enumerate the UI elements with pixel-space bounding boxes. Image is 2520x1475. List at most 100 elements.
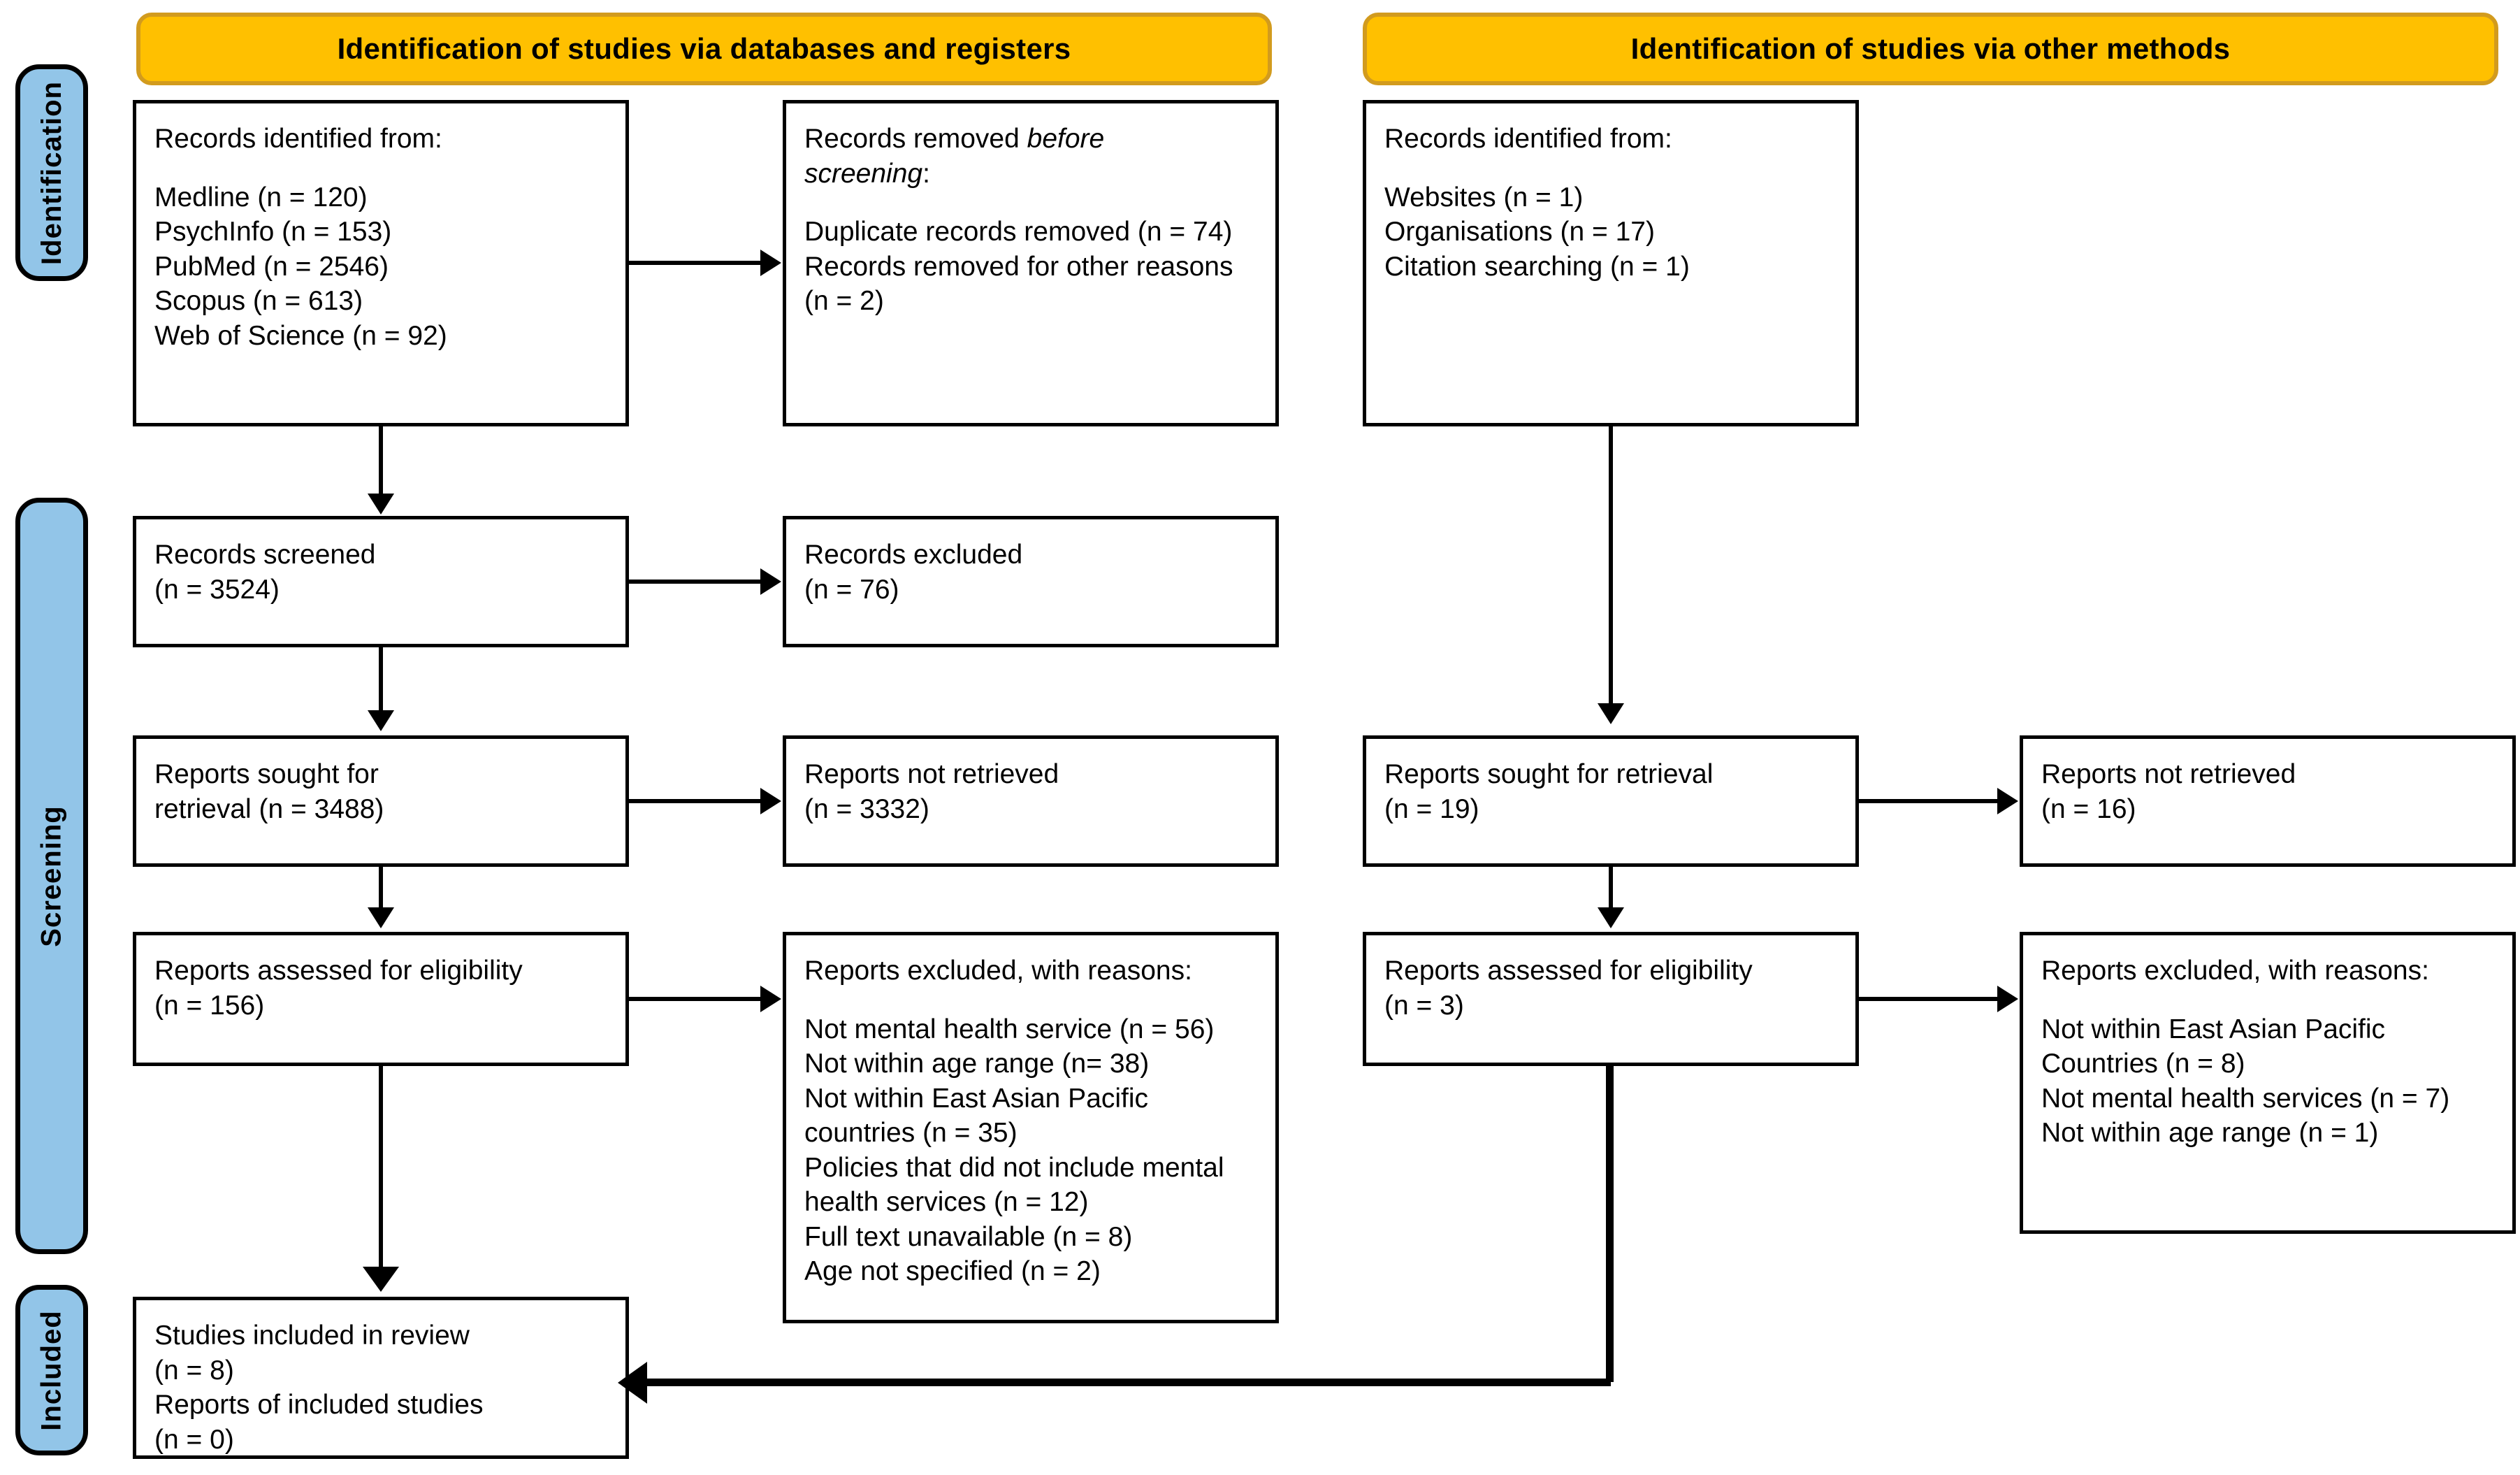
studies-included-line2: (n = 8) [154, 1355, 234, 1386]
connector-identified-to-screened [379, 426, 383, 496]
connector-screened-to-sought [379, 647, 383, 713]
reports-assessed-other-line2: (n = 3) [1384, 990, 1464, 1021]
records-identified-other-heading: Records identified from: [1384, 124, 1672, 154]
list-item: Websites (n = 1) [1384, 182, 1584, 213]
list-item: Organisations (n = 17) [1384, 217, 1655, 247]
records-identified-heading: Records identified from: [154, 124, 442, 154]
reports-not-retrieved-line1: Reports not retrieved [804, 759, 1059, 789]
stage-label-screening-text: Screening [36, 805, 67, 947]
reports-excluded-heading: Reports excluded, with reasons: [804, 956, 1192, 986]
connector-sought-to-not-retrieved [629, 799, 762, 803]
connector-other-sought-to-assessed [1609, 867, 1613, 910]
reports-not-retrieved-other-line1: Reports not retrieved [2041, 759, 2296, 789]
arrowhead-other-assessed-to-excluded [1997, 986, 2018, 1012]
connector-assessed-to-included [379, 1066, 383, 1269]
records-removed-heading-line2-em: screening [804, 158, 923, 189]
list-item: Not within age range (n= 38) [804, 1049, 1150, 1079]
records-identified-source-list: Medline (n = 120) PsychInfo (n = 153) Pu… [154, 180, 607, 354]
reports-excluded-reason-list: Not mental health service (n = 56) Not w… [804, 1012, 1257, 1289]
reports-sought-line2: retrieval (n = 3488) [154, 793, 384, 824]
spacer [1384, 157, 1837, 180]
spacer [2041, 988, 2494, 1012]
list-item: Not within East Asian Pacific Countries … [2041, 1014, 2386, 1079]
connector-other-sought-to-not-retrieved [1859, 799, 1999, 803]
records-excluded-line1: Records excluded [804, 540, 1023, 570]
records-identified-other-source-list: Websites (n = 1) Organisations (n = 17) … [1384, 180, 1837, 285]
arrowhead-sought-to-not-retrieved [760, 788, 781, 814]
stage-label-identification: Identification [15, 64, 88, 281]
reports-not-retrieved-line2: (n = 3332) [804, 793, 929, 824]
list-item: Not within East Asian Pacific countries … [804, 1083, 1149, 1149]
box-reports-assessed-databases: Reports assessed for eligibility (n = 15… [133, 932, 629, 1066]
records-removed-heading-em: before [1027, 124, 1105, 154]
connector-other-identified-to-sought [1609, 426, 1613, 706]
list-item: Policies that did not include mental hea… [804, 1152, 1224, 1218]
reports-not-retrieved-other-line2: (n = 16) [2041, 793, 2136, 824]
studies-included-line1: Studies included in review [154, 1321, 470, 1351]
box-records-excluded: Records excluded (n = 76) [783, 516, 1279, 647]
banner-other-methods-label: Identification of studies via other meth… [1630, 32, 2231, 65]
arrowhead-identified-to-removed [760, 250, 781, 276]
list-item: PubMed (n = 2546) [154, 251, 389, 282]
arrowhead-other-assessed-to-included [618, 1362, 647, 1404]
banner-other-methods: Identification of studies via other meth… [1363, 13, 2498, 85]
box-records-identified-other: Records identified from: Websites (n = 1… [1363, 100, 1859, 426]
box-reports-sought-databases: Reports sought for retrieval (n = 3488) [133, 735, 629, 867]
records-removed-heading-pre: Records removed [804, 124, 1027, 154]
box-reports-excluded-other: Reports excluded, with reasons: Not with… [2020, 932, 2516, 1234]
records-removed-reason-list: Duplicate records removed (n = 74) Recor… [804, 215, 1257, 319]
box-records-screened: Records screened (n = 3524) [133, 516, 629, 647]
connector-other-assessed-to-excluded [1859, 997, 1999, 1001]
stage-label-included-text: Included [36, 1309, 67, 1431]
arrowhead-screened-to-sought [368, 710, 394, 731]
reports-sought-line1: Reports sought for [154, 759, 379, 789]
banner-databases-registers: Identification of studies via databases … [136, 13, 1272, 85]
records-removed-heading-line2-post: : [922, 158, 930, 189]
records-screened-line2: (n = 3524) [154, 574, 280, 605]
box-records-identified-databases: Records identified from: Medline (n = 12… [133, 100, 629, 426]
arrowhead-other-sought-to-not-retrieved [1997, 788, 2018, 814]
records-excluded-line2: (n = 76) [804, 574, 899, 605]
box-reports-not-retrieved-databases: Reports not retrieved (n = 3332) [783, 735, 1279, 867]
banner-databases-registers-label: Identification of studies via databases … [337, 32, 1071, 65]
arrowhead-identified-to-screened [368, 494, 394, 515]
connector-other-assessed-down [1606, 1066, 1614, 1382]
connector-identified-to-removed [629, 261, 762, 265]
list-item: Not within age range (n = 1) [2041, 1118, 2379, 1149]
records-screened-line1: Records screened [154, 540, 376, 570]
stage-label-screening: Screening [15, 498, 88, 1254]
reports-sought-other-line1: Reports sought for retrieval [1384, 759, 1714, 789]
arrowhead-other-identified-to-sought [1598, 703, 1624, 724]
box-studies-included: Studies included in review (n = 8) Repor… [133, 1297, 629, 1459]
reports-assessed-line1: Reports assessed for eligibility [154, 956, 523, 986]
spacer [154, 157, 607, 180]
arrowhead-other-sought-to-assessed [1598, 907, 1624, 928]
studies-included-line3: Reports of included studies [154, 1390, 484, 1420]
list-item: PsychInfo (n = 153) [154, 217, 392, 247]
connector-screened-to-excluded [629, 580, 762, 584]
arrowhead-screened-to-excluded [760, 568, 781, 595]
box-reports-excluded-databases: Reports excluded, with reasons: Not ment… [783, 932, 1279, 1323]
list-item: Not mental health service (n = 56) [804, 1014, 1215, 1044]
box-reports-assessed-other: Reports assessed for eligibility (n = 3) [1363, 932, 1859, 1066]
reports-assessed-other-line1: Reports assessed for eligibility [1384, 956, 1753, 986]
box-records-removed-before-screening: Records removed before screening: Duplic… [783, 100, 1279, 426]
arrowhead-assessed-to-included [363, 1267, 399, 1292]
reports-assessed-line2: (n = 156) [154, 990, 265, 1021]
reports-excluded-other-reason-list: Not within East Asian Pacific Countries … [2041, 1012, 2494, 1151]
spacer [804, 191, 1257, 215]
connector-assessed-to-excluded [629, 997, 762, 1001]
stage-label-included: Included [15, 1285, 88, 1455]
list-item: Not mental health services (n = 7) [2041, 1083, 2450, 1114]
records-removed-heading: Records removed before screening: [804, 122, 1257, 191]
list-item: Citation searching (n = 1) [1384, 251, 1690, 282]
spacer [804, 988, 1257, 1012]
box-reports-sought-other: Reports sought for retrieval (n = 19) [1363, 735, 1859, 867]
reports-excluded-other-heading: Reports excluded, with reasons: [2041, 956, 2429, 986]
reports-sought-other-line2: (n = 19) [1384, 793, 1479, 824]
box-reports-not-retrieved-other: Reports not retrieved (n = 16) [2020, 735, 2516, 867]
stage-label-identification-text: Identification [36, 80, 67, 265]
list-item: Full text unavailable (n = 8) [804, 1221, 1133, 1252]
arrowhead-sought-to-assessed [368, 907, 394, 928]
studies-included-line4: (n = 0) [154, 1424, 234, 1455]
